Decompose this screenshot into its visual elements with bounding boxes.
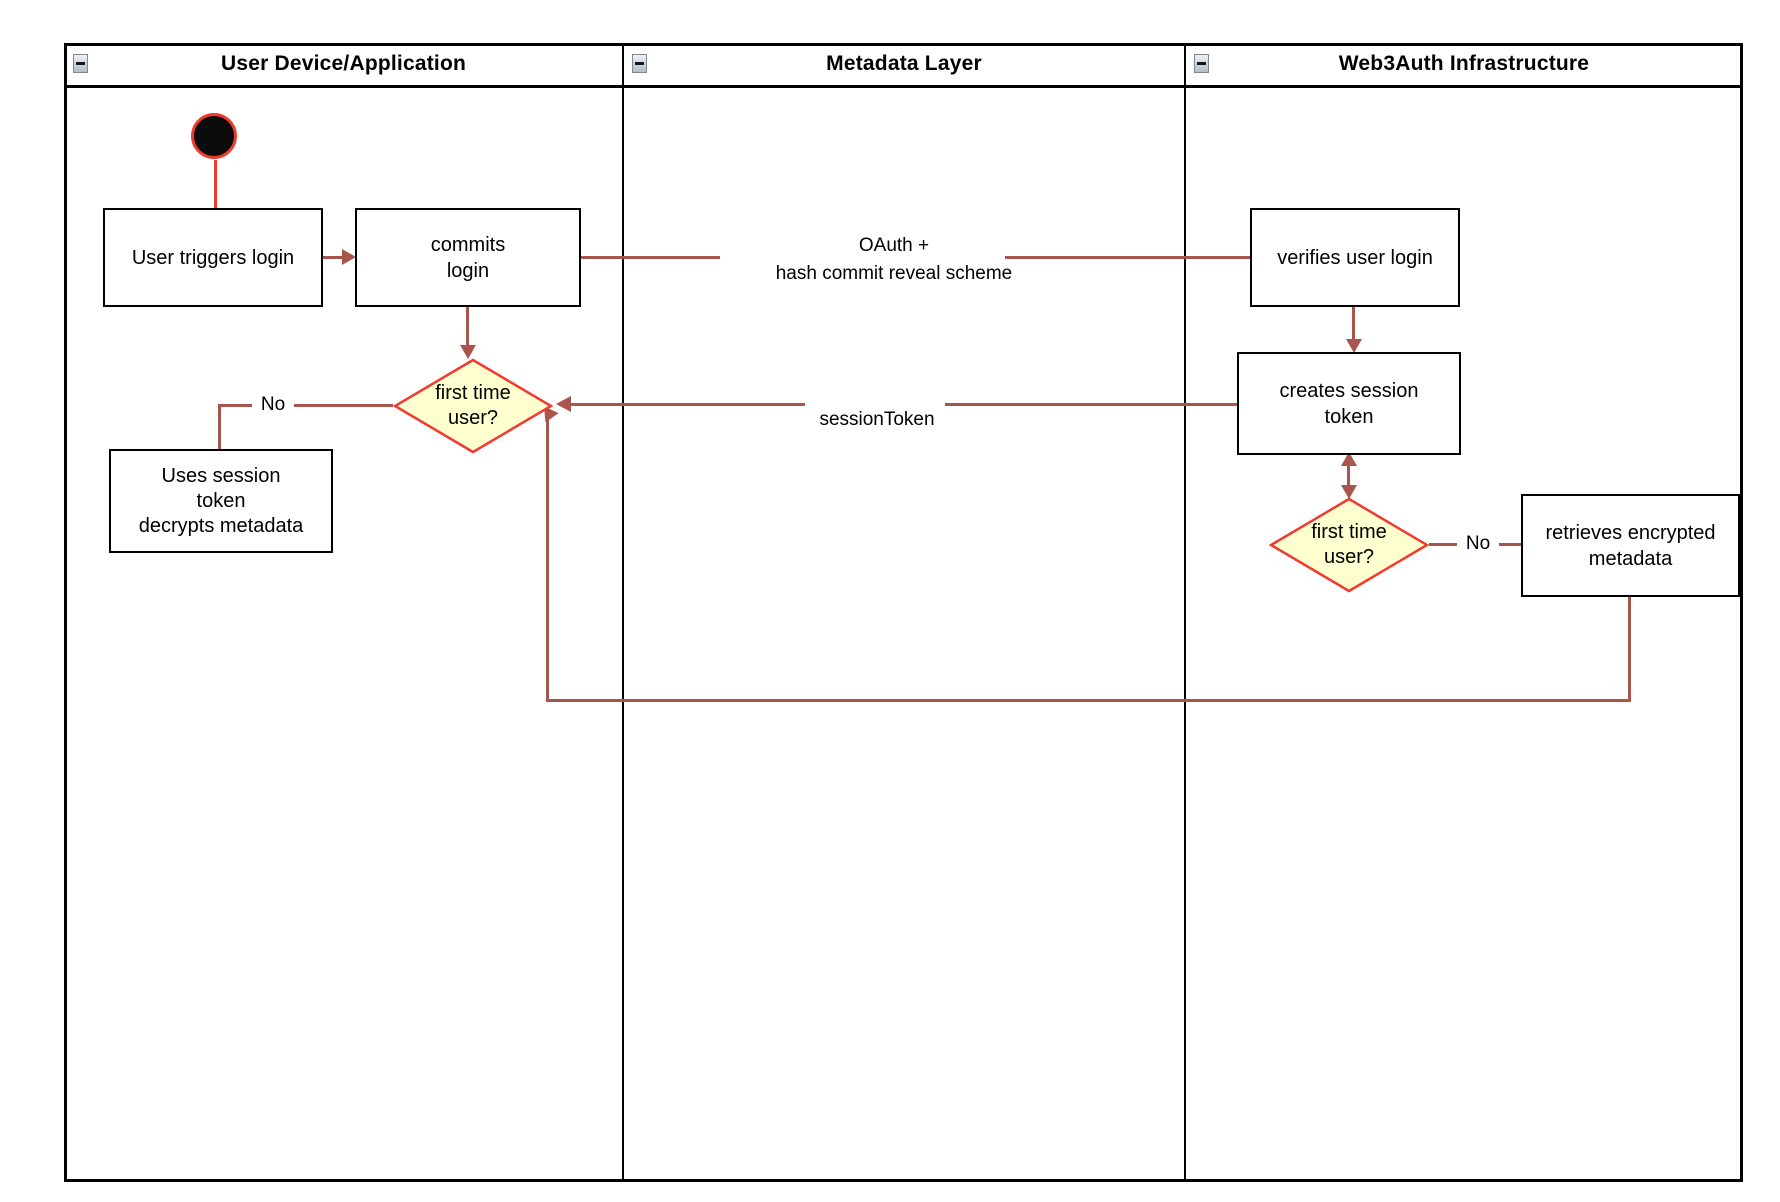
edge-label-sessiontoken: sessionToken (819, 409, 935, 430)
node-retrieves-encrypted-metadata[interactable]: retrieves encrypted metadata (1521, 494, 1740, 597)
arrowhead-right-icon (342, 249, 356, 265)
edge-oauth-segment-a (581, 256, 720, 259)
node-label: Uses session token decrypts metadata (138, 464, 304, 537)
edge-creates-to-decision2 (1347, 465, 1350, 487)
edge-commits-to-decision1 (466, 307, 469, 346)
decision-node-first-time-user-1[interactable]: first time user? (393, 358, 553, 454)
lane-header-user-device: User Device/Application (64, 43, 623, 85)
edge-feedback-down (1628, 597, 1631, 702)
edge-sessiontoken-segment-b (945, 403, 1237, 406)
node-commits-login[interactable]: commits login (355, 208, 581, 307)
edge-start-to-user-triggers (214, 160, 217, 208)
lane-header-web3auth: Web3Auth Infrastructure (1185, 43, 1743, 85)
node-label: commits login (430, 233, 506, 282)
swimlane-frame (64, 43, 1743, 1182)
edge-feedback-horizontal (546, 699, 1631, 702)
collapse-lane-icon[interactable] (1194, 54, 1209, 73)
diamond-shape (1269, 497, 1429, 593)
node-label: verifies user login (1277, 246, 1433, 269)
lane-divider-1 (622, 43, 624, 1182)
lane-title-user-device: User Device/Application (220, 52, 466, 75)
edge-verifies-to-creates (1352, 307, 1355, 340)
edge-sessiontoken-segment-a (570, 403, 805, 406)
arrowhead-up-icon (1341, 452, 1357, 466)
arrowhead-down-icon (460, 345, 476, 359)
diamond-shape (393, 358, 553, 454)
minus-icon (76, 62, 85, 65)
edge-feedback-up (546, 418, 549, 701)
arrowhead-left-icon (556, 396, 571, 412)
node-user-triggers-login[interactable]: User triggers login (103, 208, 323, 307)
edge-decision1-no (218, 404, 393, 407)
lane-title-web3auth: Web3Auth Infrastructure (1338, 52, 1590, 75)
edge-oauth-segment-b (1005, 256, 1250, 259)
node-verifies-user-login[interactable]: verifies user login (1250, 208, 1460, 307)
edge-label-oauth: OAuth + hash commit reveal scheme (775, 235, 1013, 284)
lane-header-divider (64, 85, 1743, 88)
lane-header-metadata-layer: Metadata Layer (623, 43, 1185, 85)
decision-label: first time user? (435, 382, 511, 429)
node-label: creates session token (1279, 379, 1419, 428)
node-creates-session-token[interactable]: creates session token (1237, 352, 1461, 455)
node-uses-session-token[interactable]: Uses session token decrypts metadata (109, 449, 333, 553)
edge-label-no-1: No (252, 392, 294, 418)
minus-icon (1197, 62, 1206, 65)
arrowhead-down-icon (1346, 339, 1362, 353)
collapse-lane-icon[interactable] (632, 54, 647, 73)
edge-label-no-2: No (1457, 531, 1499, 557)
lane-title-metadata-layer: Metadata Layer (826, 52, 982, 75)
minus-icon (635, 62, 644, 65)
decision-node-first-time-user-2[interactable]: first time user? (1269, 497, 1429, 593)
arrowhead-down-icon (1341, 485, 1357, 499)
decision-label: first time user? (1311, 521, 1387, 568)
lane-divider-2 (1184, 43, 1186, 1182)
node-label: retrieves encrypted metadata (1545, 521, 1716, 570)
collapse-lane-icon[interactable] (73, 54, 88, 73)
node-label: User triggers login (131, 246, 295, 269)
start-node[interactable] (191, 113, 237, 159)
edge-decision1-no-down (218, 406, 221, 449)
edge-user-triggers-to-commits (323, 256, 344, 259)
